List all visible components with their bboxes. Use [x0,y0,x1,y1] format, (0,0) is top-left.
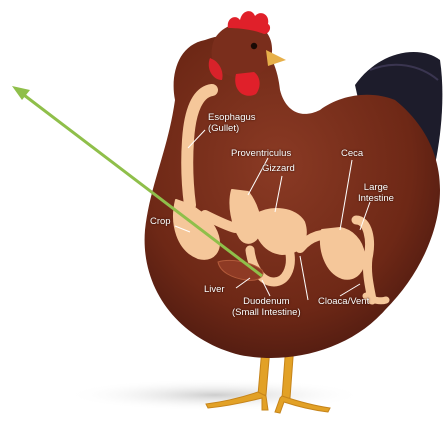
label-esophagus-line2: (Gullet) [208,123,256,134]
label-proventriculus: Proventriculus [231,148,291,159]
label-proventriculus-text: Proventriculus [231,148,291,159]
label-duodenum: Duodenum (Small Intestine) [232,296,301,318]
beak [266,50,286,66]
label-crop-text: Crop [150,216,171,227]
label-crop: Crop [150,216,171,227]
label-gizzard: Gizzard [262,163,295,174]
eye [251,43,257,49]
label-esophagus: Esophagus (Gullet) [208,112,256,134]
label-liver-text: Liver [204,284,225,295]
label-ceca: Ceca [341,148,363,159]
label-ceca-text: Ceca [341,148,363,159]
label-large-intestine-line2: Intestine [358,193,394,204]
label-cloaca-text: Cloaca/Vent [318,296,369,307]
label-duodenum-line1: Duodenum [232,296,301,307]
label-large-intestine-line1: Large [358,182,394,193]
label-gizzard-text: Gizzard [262,163,295,174]
label-cloaca: Cloaca/Vent [318,296,369,307]
label-large-intestine: Large Intestine [358,182,394,204]
label-liver: Liver [204,284,225,295]
label-esophagus-line1: Esophagus [208,112,256,123]
label-duodenum-line2: (Small Intestine) [232,307,301,318]
